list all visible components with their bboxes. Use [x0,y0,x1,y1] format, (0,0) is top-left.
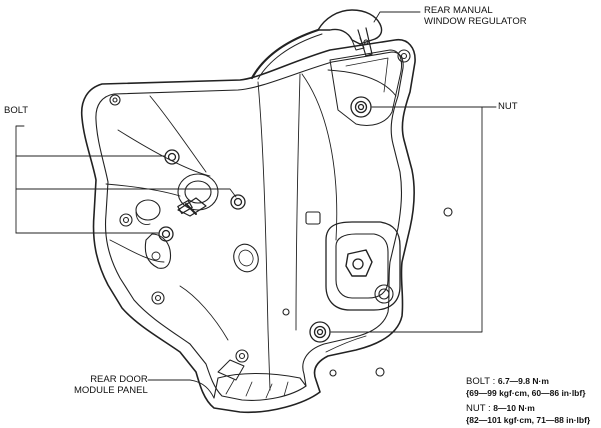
label-nut: NUT [498,101,518,112]
label-regulator: REAR MANUAL WINDOW REGULATOR [424,5,527,27]
nut-torque-alt: {82—101 kgf·cm, 71—88 in·lbf} [466,415,591,425]
bolt-1 [164,149,180,165]
leader-lines [15,11,497,399]
nut-torque-value: 8—10 N·m [493,403,535,413]
bolt-3 [158,226,174,242]
label-module-panel-line2: MODULE PANEL [74,385,148,396]
nut-2 [309,321,331,343]
label-bolt: BOLT [4,105,29,116]
lower-flange [213,372,307,399]
panel-inner-rim [95,51,404,401]
label-regulator-line1: REAR MANUAL [424,5,493,16]
cutout-oval [233,243,259,273]
nut-1 [350,96,372,118]
bolts [158,149,246,242]
mounting-holes [109,49,453,377]
square-cutout [305,211,321,225]
upper-right-bracket [329,49,403,126]
bolt-torque-label: BOLT [466,376,490,387]
nuts [309,96,372,343]
label-regulator-line2: WINDOW REGULATOR [424,16,527,27]
boss-knob [135,199,161,221]
bolt-2 [230,194,246,210]
motor-boss [177,173,219,217]
nut-torque-label: NUT [466,403,486,414]
bolt-torque-value: 6.7—9.8 N·m [497,376,549,386]
regulator-module [325,221,401,311]
label-module-panel-line1: REAR DOOR [90,374,148,385]
panel-outline [80,38,416,414]
label-module-panel: REAR DOOR MODULE PANEL [74,374,148,396]
nut-torque-spec: NUT : 8—10 N·m {82—101 kgf·cm, 71—88 in·… [466,403,591,425]
left-lower-bracket [144,233,172,269]
bolt-torque-alt: {69—99 kgf·cm, 60—86 in·lbf} [466,388,586,398]
panel-ribs [105,69,397,391]
bolt-torque-spec: BOLT : 6.7—9.8 N·m {69—99 kgf·cm, 60—86 … [466,376,586,398]
